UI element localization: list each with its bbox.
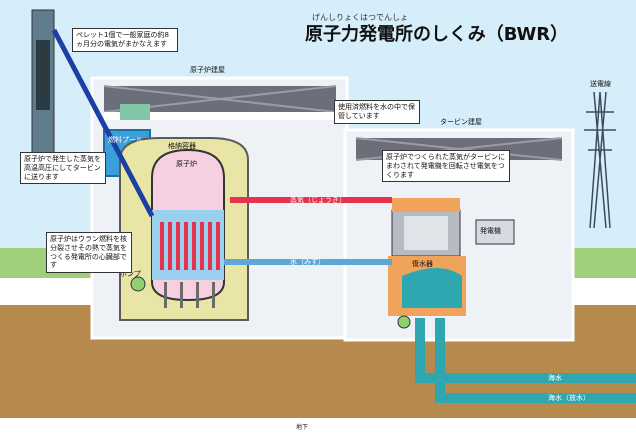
condenser-label: 復水器	[412, 260, 433, 268]
reactor-building-label: 原子炉建屋	[190, 66, 225, 74]
substation-label: 送電線	[590, 80, 611, 88]
seawater-out-label: 海水（放水）	[548, 394, 590, 402]
reactor-building	[90, 76, 349, 340]
seawater-in	[415, 318, 636, 383]
callout-turbine: 原子炉でつくられた蒸気がタービンにまわされて発電機を回転させ電気をつくります	[382, 150, 510, 183]
pellet-tube	[31, 9, 155, 218]
title-ruby: げんしりょくはつでんしょ	[312, 13, 408, 22]
turbine-building-label: タービン建屋	[440, 118, 482, 126]
seawater-out	[435, 318, 636, 403]
steam-line-label: 蒸気（じょうき）	[290, 196, 346, 204]
fuel-rods	[160, 222, 220, 270]
containment-label: 格納容器	[168, 142, 196, 150]
bottom-margin	[0, 418, 636, 445]
page-title: 原子力発電所のしくみ（BWR）	[305, 24, 569, 45]
pump-right	[397, 315, 411, 329]
callout-water-circ: 原子炉はウラン燃料を核分裂させその熱で蒸気をつくる発電所の心臓部です	[46, 232, 132, 273]
pump-left	[130, 276, 146, 292]
reactor-label: 原子炉	[176, 160, 197, 168]
generator	[475, 219, 515, 245]
generator-label: 発電機	[480, 227, 501, 235]
callout-pool: 使用済燃料を水の中で保管しています	[334, 100, 420, 124]
water-line-label: 水（みず）	[290, 258, 325, 266]
callout-control: 原子炉で発生した蒸気を高温高圧にしてタービンに送ります	[20, 152, 106, 185]
callout-pellet: ペレット1個で一般家庭の約8ヵ月分の電気がまかなえます	[72, 28, 178, 52]
bottom-label: 地下	[296, 424, 309, 431]
pump-label: ポンプ	[120, 270, 141, 278]
seawater-in-label: 海水	[548, 374, 562, 382]
fuel-pool-label: 燃料プール	[108, 136, 143, 144]
pylon	[584, 91, 616, 229]
